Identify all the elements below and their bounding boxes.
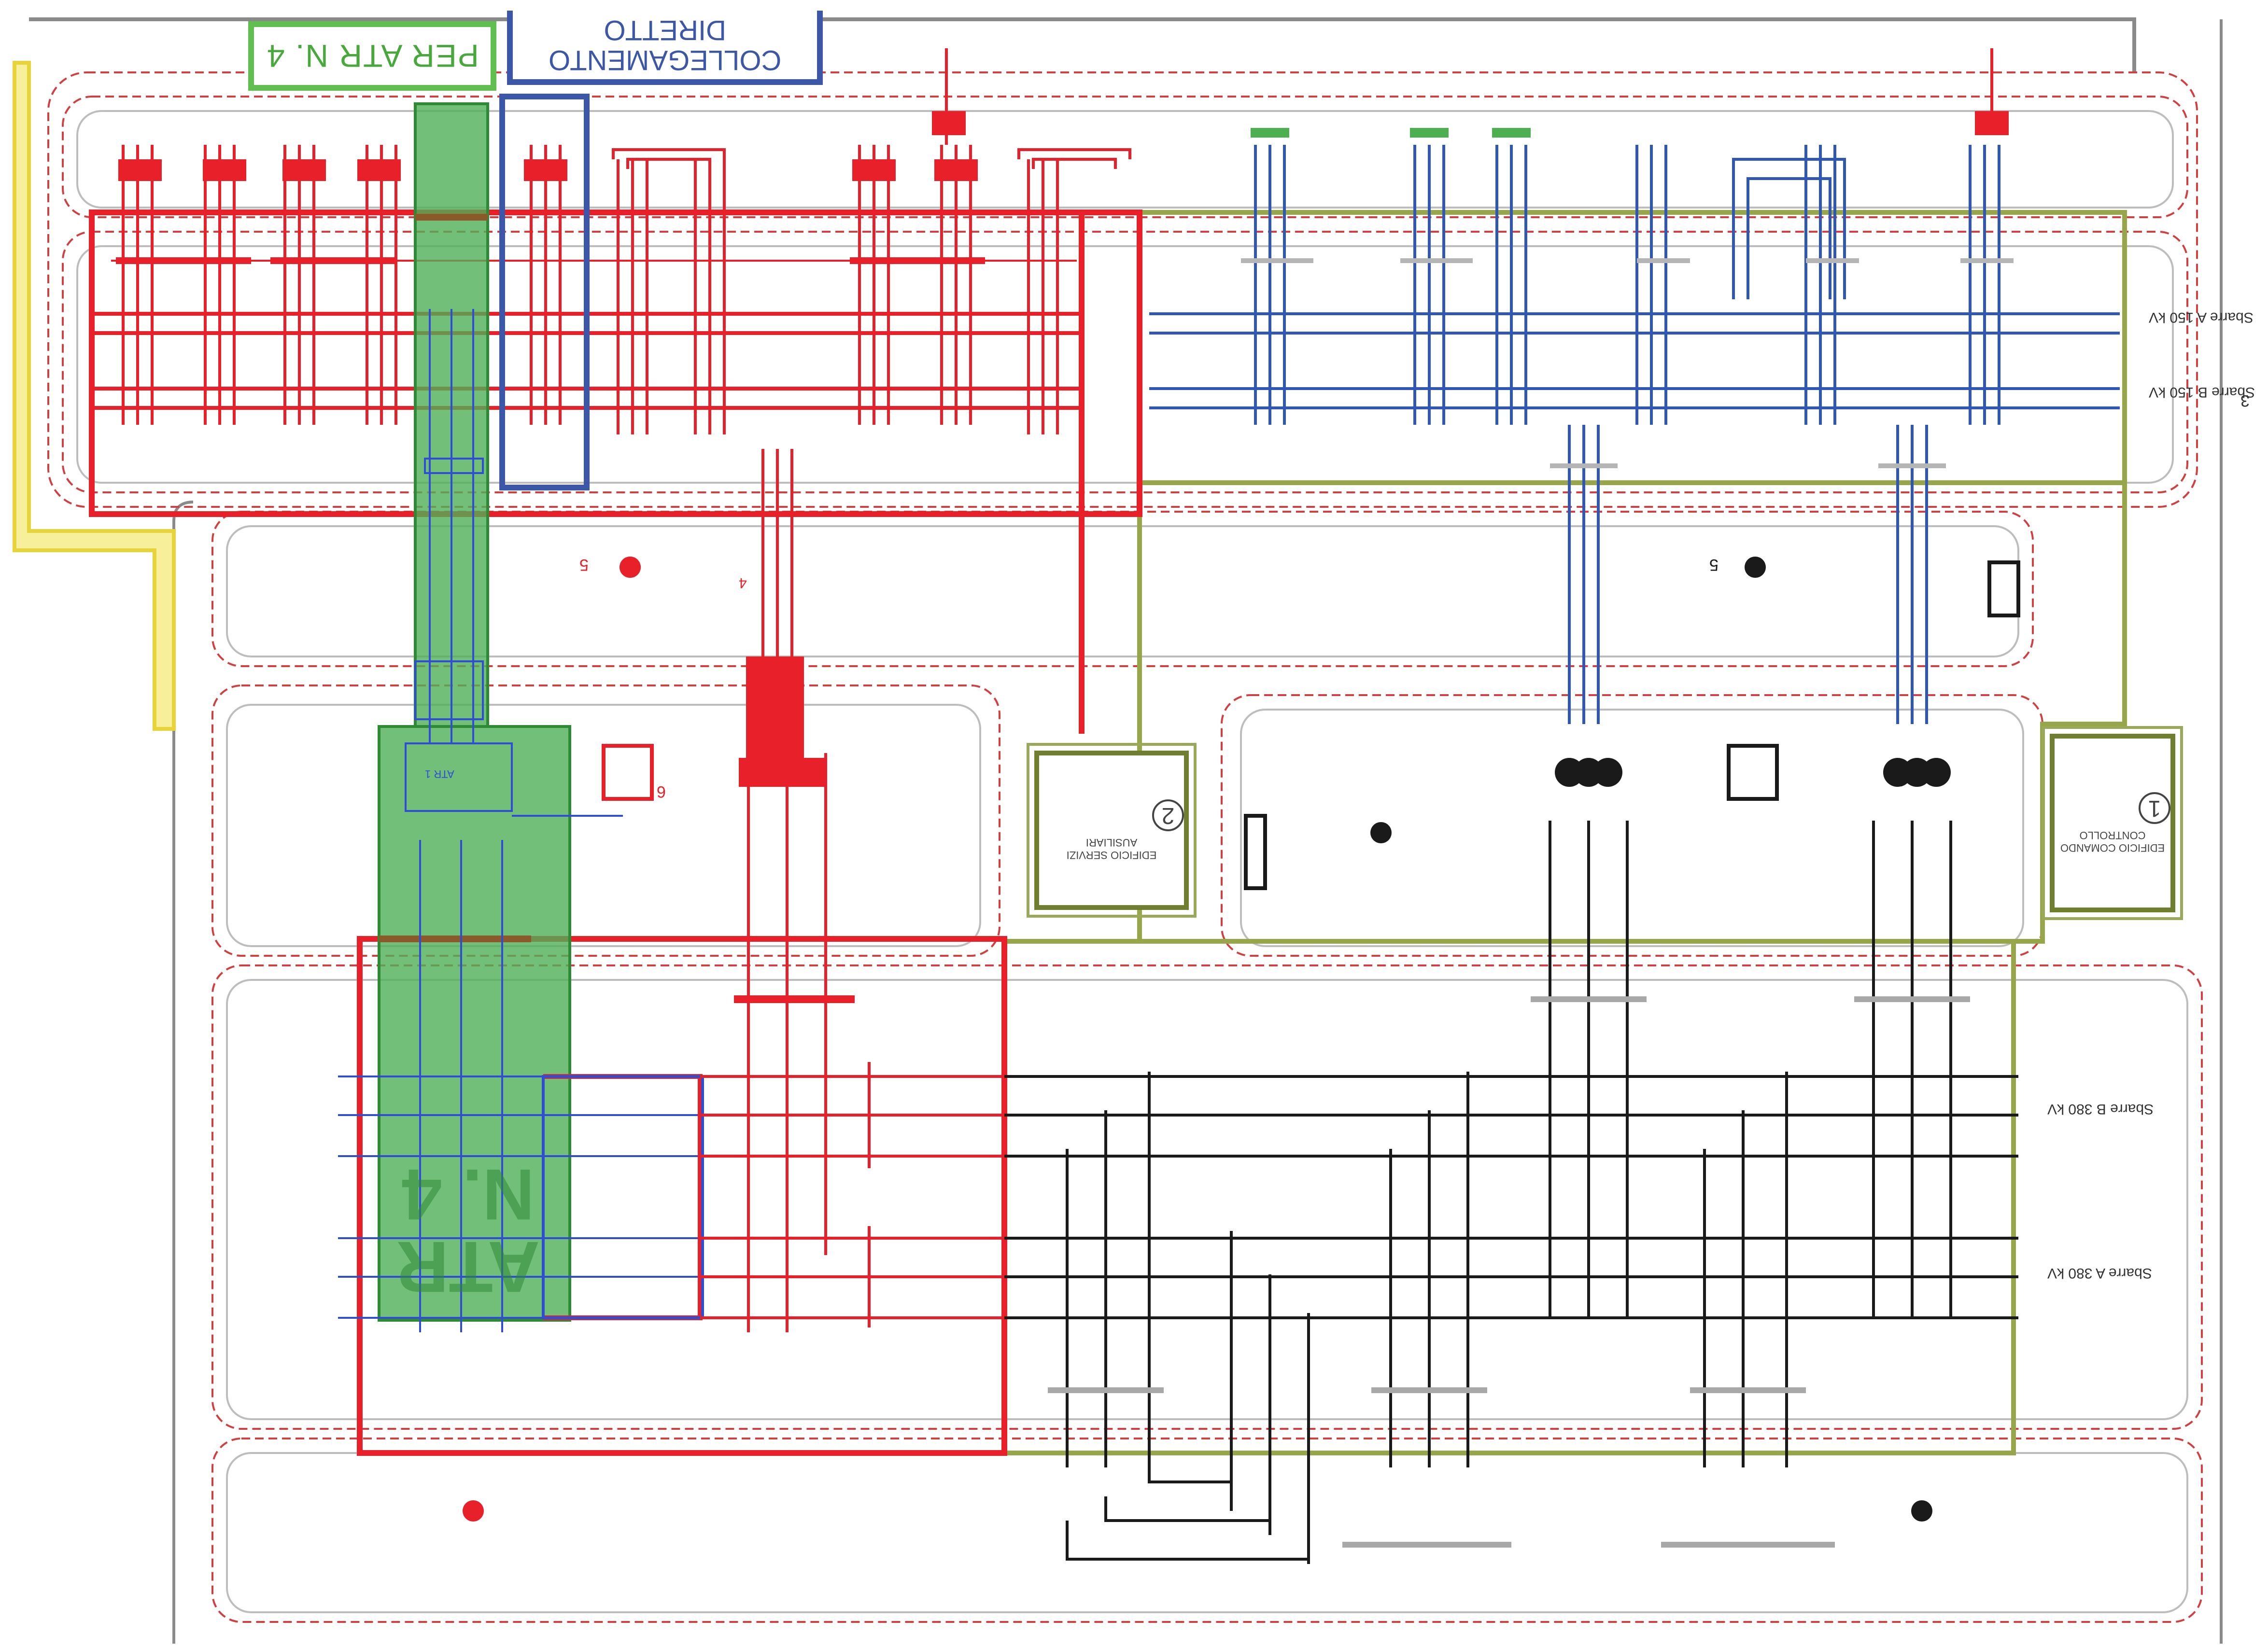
- feeders-red: [122, 48, 1131, 1332]
- busbar-top-1-text: Sbarre A 150 kV: [2149, 309, 2254, 325]
- atr-big-line-2: N. 4: [402, 1154, 535, 1235]
- red-frames: [89, 209, 1142, 1456]
- road-outlines: [47, 71, 2203, 1623]
- busbar-label-bottom-2: Sbarre A 380 kV: [2047, 1265, 2152, 1281]
- red-caps-top-right: [1975, 48, 2009, 135]
- atr-highlight: [378, 102, 571, 1322]
- marker-3-text: 3: [2240, 391, 2250, 410]
- red-switchgear-top: [118, 111, 978, 787]
- atr-label-text: PER ATR N. 4: [266, 38, 479, 74]
- building-2-content: EDIFICIO SERVIZI AUSILIARI 2: [1039, 799, 1184, 861]
- busbar-label-bottom-1: Sbarre B 380 kV: [2047, 1101, 2154, 1117]
- marker-5-text-b: 5: [1709, 556, 1719, 574]
- marker-number-3: 3: [2240, 391, 2250, 410]
- grey-equipment-top: [1241, 258, 2014, 468]
- building-control: EDIFICIO COMANDO CONTROLLO 1: [2042, 726, 2183, 920]
- busbar-label-top-1: Sbarre A 150 kV: [2149, 309, 2254, 325]
- atr-big-line-1: ATR: [396, 1227, 540, 1308]
- green-caps-top: [1251, 128, 1531, 138]
- atr-small-label: ATR 1: [425, 768, 454, 780]
- busbar-bottom-2-text: Sbarre A 380 kV: [2047, 1265, 2152, 1281]
- marker-number-6: 6: [657, 782, 666, 801]
- marker-number-4: 4: [739, 574, 747, 591]
- busbar-label-top-2: Sbarre B 150 kV: [2149, 384, 2255, 400]
- building-outlines: [602, 560, 2020, 890]
- direct-connection-label: COLLEGAMENTO DIRETTO: [507, 11, 823, 85]
- busbar-top-2-text: Sbarre B 150 kV: [2149, 384, 2255, 400]
- building-1-text: EDIFICIO COMANDO CONTROLLO: [2060, 829, 2165, 854]
- direct-line-2: DIRETTO: [604, 14, 726, 46]
- building-1-content: EDIFICIO COMANDO CONTROLLO 1: [2055, 792, 2170, 854]
- marker-number-5-a: 5: [579, 555, 589, 574]
- atr-big-text: ATR N. 4: [396, 1154, 540, 1308]
- grey-equipment-380: [1048, 996, 1970, 1548]
- bus-380-red: [700, 995, 1004, 1327]
- atr-label-box: PER ATR N. 4: [248, 21, 496, 91]
- building-auxiliary-services: EDIFICIO SERVIZI AUSILIARI 2: [1027, 743, 1197, 918]
- bus-380: [1004, 821, 2018, 1564]
- building-2-text: EDIFICIO SERVIZI AUSILIARI: [1066, 837, 1157, 861]
- marker-6-text: 6: [657, 782, 666, 801]
- building-1-number: 1: [2139, 792, 2170, 824]
- atr-red-box: [542, 1074, 704, 1320]
- transformers: [1555, 758, 1951, 787]
- marker-4-text: 4: [739, 575, 747, 591]
- marker-number-5-b: 5: [1709, 555, 1719, 574]
- atr-small-text: ATR 1: [425, 768, 454, 780]
- busbar-bottom-1-text: Sbarre B 380 kV: [2047, 1101, 2154, 1117]
- direct-connection-frame: [499, 94, 590, 490]
- direct-connection-text: COLLEGAMENTO DIRETTO: [548, 14, 782, 76]
- yellow-highlight: [13, 61, 176, 731]
- marker-5: [463, 557, 1932, 1522]
- marker-5-text-a: 5: [579, 556, 589, 574]
- building-2-number: 2: [1152, 799, 1184, 831]
- atr-big-label: ATR N. 4: [377, 1154, 560, 1308]
- atr-wiring: [338, 309, 700, 1332]
- bus-150-new: [1149, 145, 2120, 724]
- direct-line-1: COLLEGAMENTO: [548, 44, 782, 76]
